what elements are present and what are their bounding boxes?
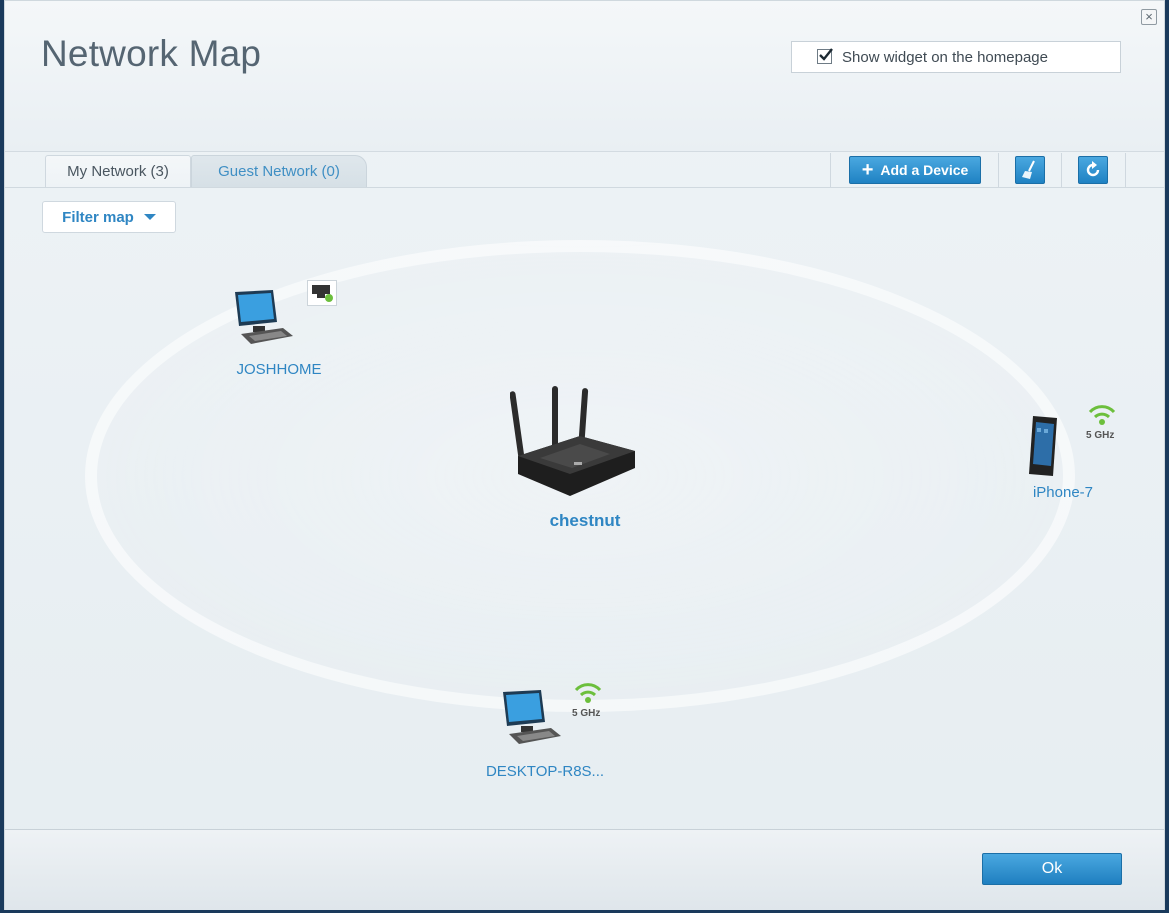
smartphone-icon [1029, 416, 1057, 476]
add-device-button[interactable]: + Add a Device [849, 156, 981, 184]
tab-my-network[interactable]: My Network (3) [45, 155, 191, 187]
tab-guest-network[interactable]: Guest Network (0) [191, 155, 367, 187]
wifi-band-label: 5 GHz [572, 708, 601, 719]
plus-icon: + [861, 159, 874, 181]
dialog-header: Network Map Show widget on the homepage … [5, 1, 1164, 152]
router-icon [509, 386, 635, 496]
device-joshhome[interactable]: JOSHHOME [227, 280, 347, 383]
router-label: chestnut [549, 511, 621, 530]
broom-icon-graphic [1022, 160, 1035, 179]
toolbar-divider [998, 153, 999, 187]
device-label: DESKTOP-R8S... [485, 763, 605, 780]
refresh-icon[interactable] [1078, 156, 1108, 184]
toolbar-divider [1061, 153, 1062, 187]
desktop-computer-icon [503, 690, 561, 744]
device-iphone-7[interactable]: 5 GHz iPhone-7 [1023, 405, 1123, 504]
wifi-band-label: 5 GHz [1086, 430, 1115, 441]
refresh-icon-graphic [1086, 161, 1100, 177]
broom-icon[interactable] [1015, 156, 1045, 184]
tab-bar: My Network (3) Guest Network (0) + Add a… [5, 153, 1164, 188]
map-toolbar: + Add a Device [830, 153, 1126, 187]
device-desktop-r8s[interactable]: 5 GHz DESKTOP-R8S... [486, 683, 615, 783]
ethernet-icon [307, 280, 337, 306]
desktop-computer-icon [235, 290, 293, 344]
device-label: iPhone-7 [1032, 484, 1094, 501]
filter-map-dropdown[interactable]: Filter map [42, 201, 176, 233]
device-label: JOSHHOME [236, 361, 322, 378]
page-title: Network Map [41, 33, 262, 74]
show-widget-checkbox[interactable] [817, 48, 833, 64]
checkmark-icon [819, 48, 833, 61]
dialog-footer: Ok [5, 829, 1164, 910]
show-widget-option[interactable]: Show widget on the homepage [791, 41, 1121, 73]
ok-button[interactable]: Ok [982, 853, 1122, 885]
show-widget-label: Show widget on the homepage [842, 48, 1048, 66]
wifi-icon [1088, 404, 1116, 431]
network-map: chestnut JOSHHOME [5, 188, 1164, 828]
router-node[interactable]: chestnut [509, 386, 650, 536]
add-device-label: Add a Device [880, 162, 969, 178]
chevron-down-icon [143, 214, 156, 220]
filter-map-label: Filter map [62, 208, 134, 226]
wifi-icon [574, 682, 602, 709]
close-icon[interactable]: × [1141, 9, 1157, 25]
network-map-dialog: Network Map Show widget on the homepage … [4, 0, 1165, 910]
